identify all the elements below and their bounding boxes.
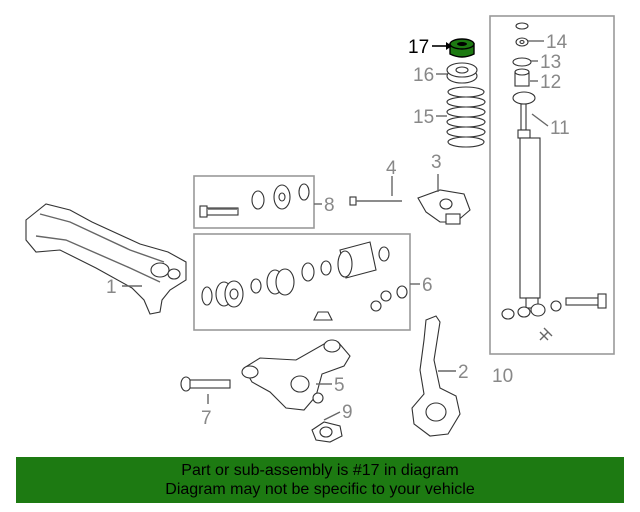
info-banner: Part or sub-assembly is #17 in diagram D…: [16, 457, 624, 503]
part-9-ball-joint[interactable]: [311, 421, 343, 443]
callout-2: 2: [458, 362, 469, 383]
callout-14: 14: [546, 32, 568, 53]
part-8-assembly[interactable]: [199, 183, 310, 218]
callout-16: 16: [413, 65, 434, 86]
part-12[interactable]: [514, 68, 530, 87]
callout-15: 15: [413, 107, 434, 128]
callout-4: 4: [386, 158, 397, 179]
part-14[interactable]: [515, 22, 529, 47]
group-box-10: [489, 15, 615, 355]
callout-6: 6: [422, 275, 433, 296]
callout-12: 12: [540, 72, 561, 93]
callout-8: 8: [324, 195, 335, 216]
callout-7: 7: [201, 408, 212, 429]
part-11-strut[interactable]: [501, 91, 607, 341]
part-17-highlighted[interactable]: [449, 38, 475, 58]
callout-9: 9: [342, 402, 353, 423]
part-5-control-arm[interactable]: [241, 339, 351, 411]
part-2-knuckle[interactable]: [411, 315, 461, 437]
part-4-bolt[interactable]: [349, 196, 402, 206]
banner-line-2: Diagram may not be specific to your vehi…: [165, 481, 475, 498]
part-3-mount[interactable]: [417, 189, 471, 225]
callout-17: 17: [408, 37, 429, 58]
callout-3: 3: [431, 152, 442, 173]
part-6-assembly[interactable]: [201, 241, 408, 321]
group-box-8: [193, 175, 315, 229]
group-box-6: [193, 233, 411, 331]
callout-11: 11: [550, 118, 570, 139]
part-15-coil-spring[interactable]: [446, 86, 486, 148]
part-7-bolt[interactable]: [180, 376, 231, 392]
part-16-spring-seat[interactable]: [446, 62, 478, 84]
parts-diagram: 8 6 1 4: [25, 15, 615, 443]
callout-1: 1: [106, 277, 117, 298]
callout-13: 13: [540, 52, 561, 73]
banner-line-1: Part or sub-assembly is #17 in diagram: [181, 462, 459, 479]
part-13[interactable]: [512, 57, 532, 67]
part-1-subframe[interactable]: [25, 203, 187, 315]
callout-5: 5: [334, 375, 345, 396]
callout-10: 10: [492, 366, 513, 387]
